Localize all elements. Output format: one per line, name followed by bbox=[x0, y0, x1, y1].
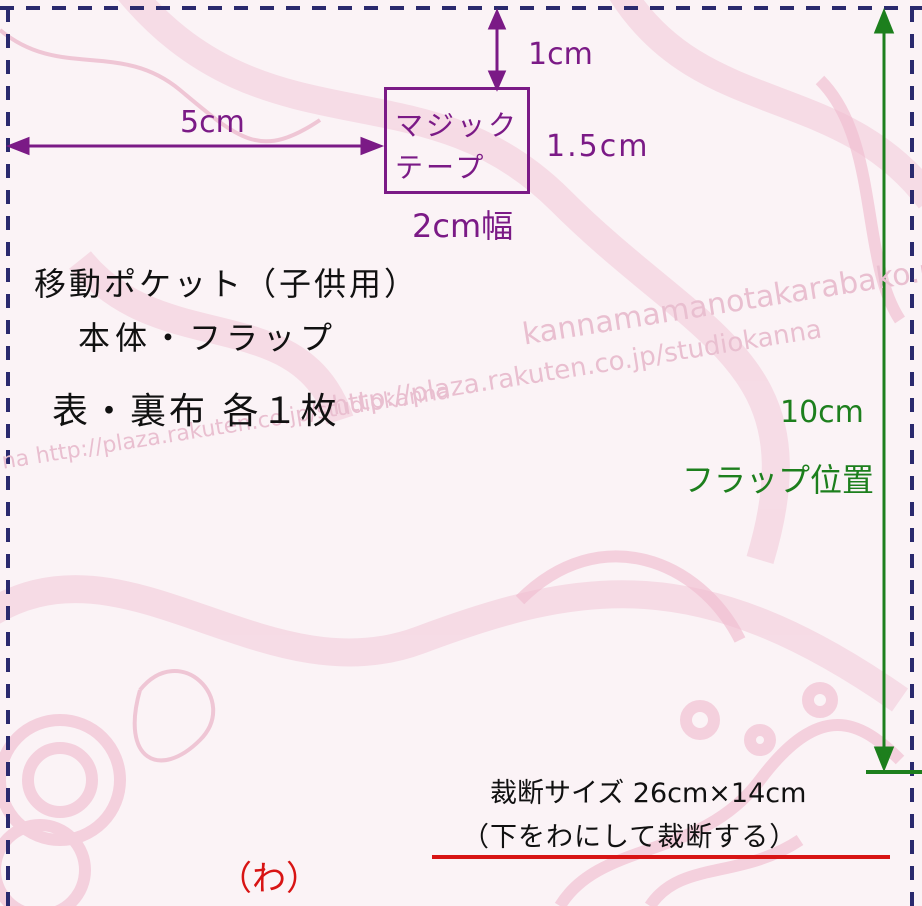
fold-mark-label: （わ） bbox=[218, 859, 320, 899]
tape-height-label: 1.5cm bbox=[546, 129, 650, 164]
flap-distance-label: 10cm bbox=[780, 395, 864, 430]
top-gap-label: 1cm bbox=[528, 37, 593, 72]
title-line3: 表・裏布 各１枚 bbox=[52, 391, 340, 432]
flap-position-label: フラップ位置 bbox=[682, 461, 875, 499]
cut-size-label: 裁断サイズ 26cm×14cm bbox=[490, 778, 807, 809]
title-line2: 本体・フラップ bbox=[78, 319, 338, 357]
fold-note-label: （下をわにして裁断する） bbox=[462, 822, 798, 853]
tape-width-label: 2cm幅 bbox=[412, 207, 514, 245]
magic-tape-box bbox=[384, 87, 530, 194]
magic-tape-label-line1: マジック bbox=[395, 109, 520, 142]
magic-tape-label-line2: テープ bbox=[395, 151, 487, 184]
left-gap-label: 5cm bbox=[180, 105, 245, 140]
title-line1: 移動ポケット（子供用） bbox=[34, 265, 420, 303]
